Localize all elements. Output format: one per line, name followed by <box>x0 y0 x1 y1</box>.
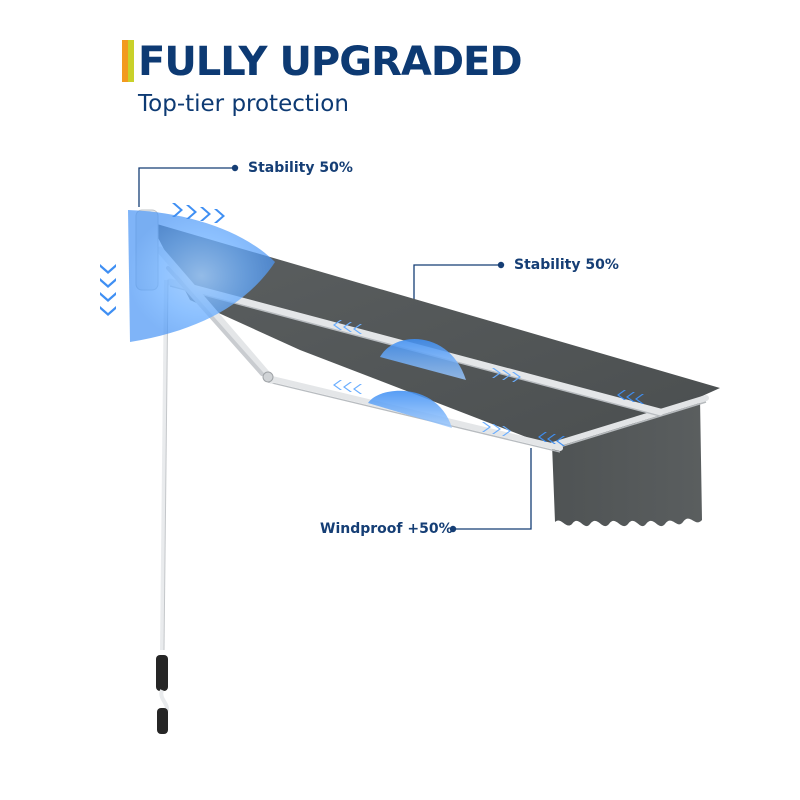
callout-dot-middle <box>497 261 505 269</box>
arrows-left-front <box>538 432 565 446</box>
callout-label-middle: Stability 50% <box>514 257 619 273</box>
arrows-top <box>172 203 225 223</box>
awning-valance <box>552 398 702 527</box>
front-bar-shadow <box>552 401 707 450</box>
bracket-glow <box>128 210 275 342</box>
arrows-left-end <box>617 390 644 404</box>
crank-grip-lower <box>157 708 168 734</box>
crank-grip-upper <box>156 655 168 691</box>
middle-shield-icon <box>380 338 466 380</box>
arrows-right-lower <box>482 422 511 436</box>
accent-bar-orange <box>122 40 128 82</box>
arrows-down-left <box>100 264 116 316</box>
page-subtitle: Top-tier protection <box>138 91 349 117</box>
callout-leader-bottom <box>454 448 532 530</box>
callout-leader-top-left <box>138 167 234 207</box>
lower-arm-edge <box>267 381 561 453</box>
elbow-joint <box>262 371 274 383</box>
arrows-left-lower <box>333 380 362 394</box>
crank-rod <box>160 279 168 651</box>
callout-label-top-left: Stability 50% <box>248 160 353 176</box>
crank-rod-edge <box>163 279 169 651</box>
callout-dot-top-left <box>231 164 239 172</box>
arrows-right-middle <box>492 368 521 382</box>
lower-shield-icon <box>368 390 452 428</box>
callout-dot-bottom <box>449 525 457 533</box>
accent-bar-yellow <box>128 40 134 82</box>
page-title: FULLY UPGRADED <box>138 39 523 85</box>
callout-label-bottom: Windproof +50% <box>320 521 453 537</box>
front-bar <box>550 395 709 448</box>
arrows-left-upper <box>333 320 362 334</box>
